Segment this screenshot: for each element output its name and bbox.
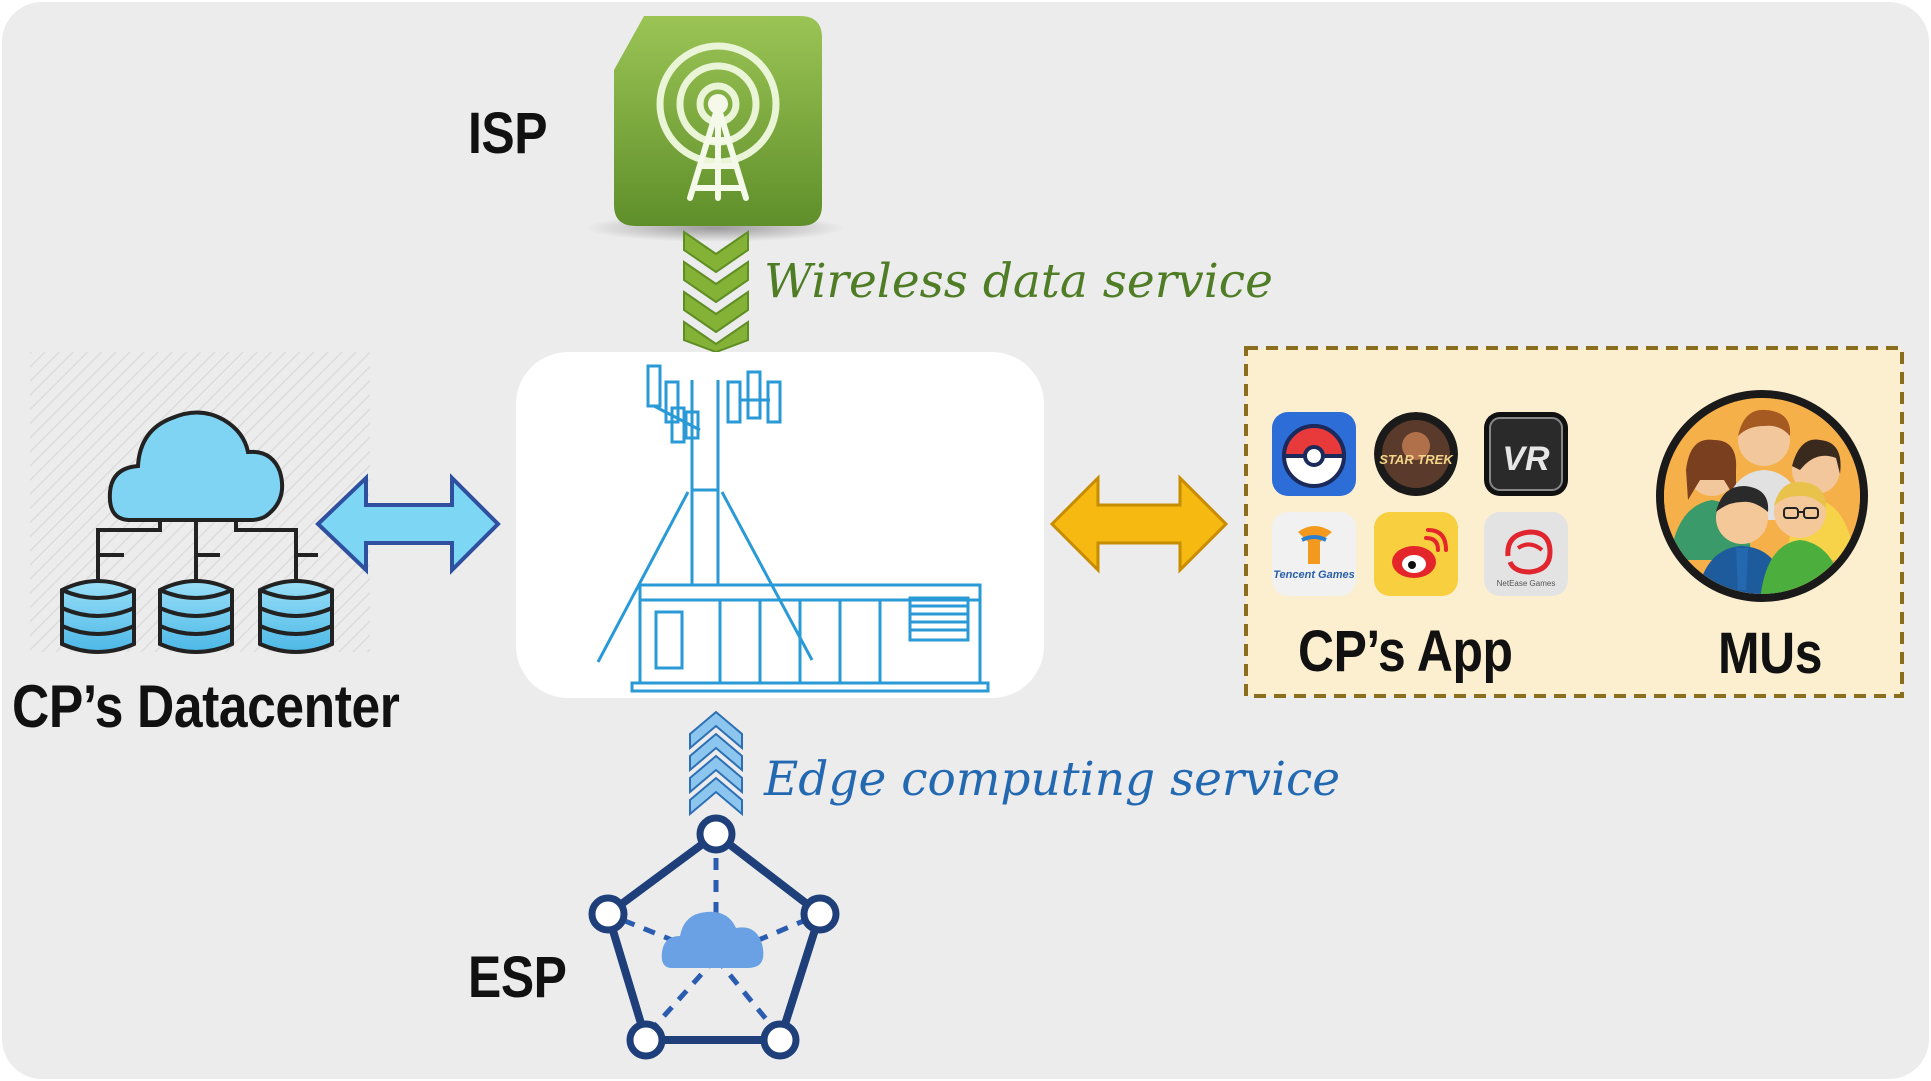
edge-chevrons-up: [689, 710, 743, 817]
vr-logo-text: VR: [1502, 440, 1550, 478]
datacenter-label: CP’s Datacenter: [12, 673, 400, 740]
datacenter-double-arrow: [315, 473, 501, 575]
wireless-service-label: Wireless data service: [764, 254, 1273, 309]
isp-tower-icon: [585, 16, 845, 242]
wireless-chevrons-down: [683, 230, 749, 354]
mobile-users-icon: [1656, 390, 1868, 602]
tencent-games-icon: Tencent Games: [1272, 512, 1356, 596]
isp-label: ISP: [468, 101, 548, 166]
tencent-logo-text: Tencent Games: [1273, 569, 1355, 581]
weibo-icon: [1374, 512, 1458, 596]
edge-service-label: Edge computing service: [764, 752, 1341, 807]
esp-label: ESP: [468, 945, 567, 1010]
edge-base-station: [516, 352, 1044, 698]
app-double-arrow: [1049, 474, 1229, 574]
star-trek-online-icon: STAR TREK: [1374, 412, 1458, 496]
pokemon-go-icon: [1272, 412, 1356, 496]
esp-network-icon: [588, 814, 840, 1060]
datacenter-icon: [60, 410, 334, 654]
mus-label: MUs: [1718, 621, 1823, 686]
cp-app-label: CP’s App: [1298, 619, 1513, 684]
netease-logo-text: NetEase Games: [1497, 579, 1556, 588]
netease-games-icon: NetEase Games: [1484, 512, 1568, 596]
vr-game-icon: VR: [1484, 412, 1568, 496]
star-trek-logo-text: STAR TREK: [1379, 452, 1454, 467]
